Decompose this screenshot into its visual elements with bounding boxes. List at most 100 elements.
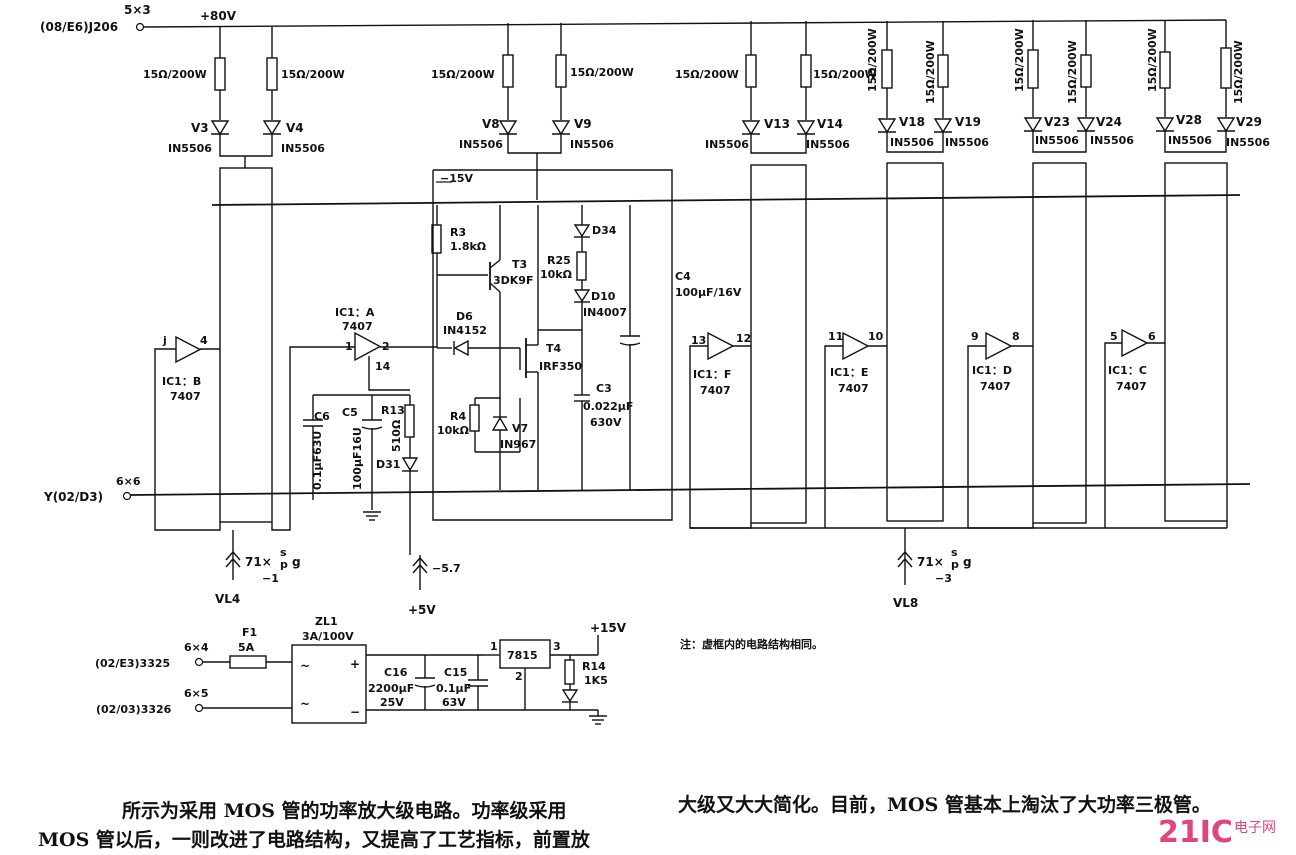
svg-text:V3: V3 [191, 121, 209, 135]
svg-text:ZL1: ZL1 [315, 615, 338, 628]
svg-text:5: 5 [1110, 330, 1118, 343]
label-res: 15Ω/200W [431, 68, 495, 81]
label-res: 15Ω/200W [1066, 40, 1079, 104]
svg-text:C5: C5 [342, 406, 358, 419]
svg-text:V4: V4 [286, 121, 304, 135]
svg-text:1: 1 [490, 640, 498, 653]
svg-text:g: g [292, 555, 301, 569]
label-res: 15Ω/200W [570, 66, 634, 79]
svg-text:7407: 7407 [1116, 380, 1147, 393]
site-logo: 21IC 电子网 [1158, 815, 1276, 850]
svg-text:3DK9F: 3DK9F [493, 274, 533, 287]
svg-text:IN5506: IN5506 [705, 138, 749, 151]
svg-text:63V: 63V [442, 696, 466, 709]
svg-text:IC1：E: IC1：E [830, 366, 868, 379]
svg-text:7407: 7407 [980, 380, 1011, 393]
svg-text:F1: F1 [242, 626, 257, 639]
svg-text:71×: 71× [917, 555, 944, 569]
svg-text:2200μF: 2200μF [368, 682, 414, 695]
svg-text:10: 10 [868, 330, 884, 343]
svg-text:R25: R25 [547, 254, 571, 267]
svg-text:+5V: +5V [408, 603, 436, 617]
svg-text:V13: V13 [764, 117, 790, 131]
svg-text:IN967: IN967 [500, 438, 536, 451]
svg-text:IC1：D: IC1：D [972, 364, 1012, 377]
svg-text:7407: 7407 [342, 320, 373, 333]
svg-text:6: 6 [1148, 330, 1156, 343]
svg-text:D6: D6 [456, 310, 473, 323]
labels: (08/E6)J206 5×3 +80V 15Ω/200W 15Ω/200W 1… [40, 3, 1270, 719]
label-res: 15Ω/200W [1013, 28, 1026, 92]
svg-text:14: 14 [375, 360, 391, 373]
svg-text:100μF/16V: 100μF/16V [675, 286, 742, 299]
svg-text:3A/100V: 3A/100V [302, 630, 354, 643]
svg-text:p: p [280, 558, 288, 571]
svg-text:6×5: 6×5 [184, 687, 209, 700]
label-res: 15Ω/200W [924, 40, 937, 104]
svg-text:IC1：B: IC1：B [162, 375, 201, 388]
rail-diodes [210, 117, 1236, 136]
svg-text:−: − [350, 705, 360, 719]
svg-text:IRF350: IRF350 [539, 360, 582, 373]
top-rail [135, 19, 1227, 58]
svg-text:9: 9 [971, 330, 979, 343]
svg-text:p: p [951, 558, 959, 571]
svg-text:IC1：A: IC1：A [335, 306, 375, 319]
svg-text:1: 1 [345, 340, 353, 353]
svg-text:0.1μF: 0.1μF [436, 682, 471, 695]
svg-text:25V: 25V [380, 696, 404, 709]
svg-text:V24: V24 [1096, 115, 1122, 129]
svg-text:(02/03)3326: (02/03)3326 [96, 703, 172, 716]
svg-text:IN5506: IN5506 [806, 138, 850, 151]
diagram-note: 注：虚框内的电路结构相同。 [680, 638, 823, 651]
svg-text:IN4152: IN4152 [443, 324, 487, 337]
svg-text:T3: T3 [512, 258, 527, 271]
caption-line-3: 大级又大大简化。目前，MOS 管基本上淘汰了大功率三极管。 [678, 794, 1211, 816]
svg-text:s: s [280, 546, 287, 559]
svg-text:12: 12 [736, 332, 751, 345]
svg-text:8: 8 [1012, 330, 1020, 343]
power-supply [194, 635, 607, 725]
svg-text:C6: C6 [314, 410, 330, 423]
label-res: 15Ω/200W [1232, 40, 1245, 104]
svg-text:630V: 630V [590, 416, 622, 429]
svg-text:R14: R14 [582, 660, 606, 673]
svg-text:V19: V19 [955, 115, 981, 129]
driver-block [431, 169, 673, 521]
svg-text:s: s [951, 546, 958, 559]
svg-text:电子网: 电子网 [1234, 820, 1276, 836]
svg-text:3: 3 [553, 640, 561, 653]
svg-text:IN5506: IN5506 [570, 138, 614, 151]
svg-text:1K5: 1K5 [584, 674, 608, 687]
svg-text:V14: V14 [817, 117, 843, 131]
svg-text:R13: R13 [381, 404, 405, 417]
buffers [154, 328, 1228, 531]
svg-text:6×6: 6×6 [116, 475, 141, 488]
svg-text:−5.7: −5.7 [432, 562, 461, 575]
svg-text:D34: D34 [592, 224, 617, 237]
svg-text:+: + [350, 657, 360, 671]
svg-text:2: 2 [382, 340, 390, 353]
svg-text:13: 13 [691, 334, 706, 347]
svg-text:7407: 7407 [838, 382, 869, 395]
svg-text:g: g [963, 555, 972, 569]
svg-text:IN5506: IN5506 [168, 142, 212, 155]
svg-text:2: 2 [515, 670, 523, 683]
svg-text:−15V: −15V [440, 172, 474, 185]
label-j206: (08/E6)J206 [40, 20, 118, 34]
caption-line-2: MOS 管以后，一则改进了电路结构，又提高了工艺指标，前置放 [38, 829, 590, 851]
svg-text:IN5506: IN5506 [281, 142, 325, 155]
svg-text:71×: 71× [245, 555, 272, 569]
svg-text:6×4: 6×4 [184, 641, 209, 654]
svg-text:IN5506: IN5506 [1226, 136, 1270, 149]
svg-text:V23: V23 [1044, 115, 1070, 129]
svg-text:IN4007: IN4007 [583, 306, 627, 319]
svg-text:V29: V29 [1236, 115, 1262, 129]
svg-text:T4: T4 [546, 342, 562, 355]
caption-line-1: 所示为采用 MOS 管的功率放大级电路。功率级采用 [122, 800, 567, 822]
svg-text:−3: −3 [935, 572, 952, 585]
label-5x3: 5×3 [124, 3, 151, 17]
resistor-diode-wires [219, 87, 1227, 120]
svg-text:−1: −1 [262, 572, 279, 585]
